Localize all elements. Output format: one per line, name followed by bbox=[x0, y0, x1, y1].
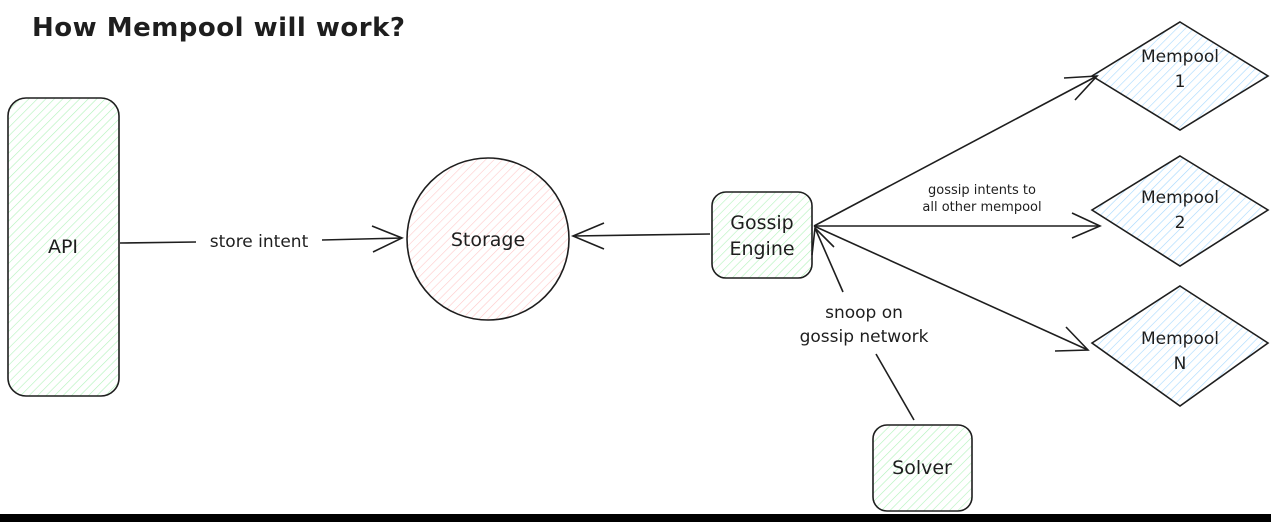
bottom-border-bar bbox=[0, 514, 1271, 522]
mempool-n-label-line2: N bbox=[1174, 354, 1187, 374]
edge-gossip-to-mempool-n bbox=[813, 225, 1090, 352]
solver-label: Solver bbox=[892, 457, 952, 479]
api-label: API bbox=[48, 236, 78, 258]
api-node[interactable]: API bbox=[7, 97, 120, 397]
mempool-n-node[interactable]: Mempool N bbox=[1090, 285, 1270, 407]
storage-label: Storage bbox=[451, 229, 525, 251]
gossip-label-line2: all other mempool bbox=[922, 200, 1041, 215]
edge-gossip-to-mempool-2: gossip intents to all other mempool bbox=[814, 183, 1102, 239]
solver-node[interactable]: Solver bbox=[872, 424, 973, 512]
mempool-n-label-line1: Mempool bbox=[1141, 329, 1219, 349]
mempool-2-label-line2: 2 bbox=[1175, 213, 1186, 233]
snoop-label-line2: gossip network bbox=[800, 327, 929, 347]
edge-gossip-to-storage bbox=[570, 222, 711, 250]
mempool-2-label-line1: Mempool bbox=[1141, 188, 1219, 208]
mempool-1-node[interactable]: Mempool 1 bbox=[1090, 21, 1270, 131]
edge-solver-to-gossip: snoop on gossip network bbox=[800, 226, 929, 421]
edge-gossip-to-mempool-1 bbox=[813, 75, 1099, 227]
gossip-engine-node[interactable]: Gossip Engine bbox=[711, 191, 813, 279]
gossip-engine-label-line1: Gossip bbox=[730, 212, 794, 234]
mempool-1-label-line2: 1 bbox=[1175, 72, 1186, 92]
store-intent-label: store intent bbox=[210, 232, 309, 252]
snoop-label-line1: snoop on bbox=[825, 303, 903, 323]
edge-store-intent: store intent bbox=[119, 225, 404, 253]
page-title: How Mempool will work? bbox=[32, 13, 405, 43]
gossip-engine-label-line2: Engine bbox=[729, 238, 794, 260]
storage-node[interactable]: Storage bbox=[406, 157, 570, 321]
mempool-2-node[interactable]: Mempool 2 bbox=[1090, 155, 1270, 267]
gossip-label-line1: gossip intents to bbox=[928, 183, 1036, 198]
mempool-1-label-line1: Mempool bbox=[1141, 47, 1219, 67]
